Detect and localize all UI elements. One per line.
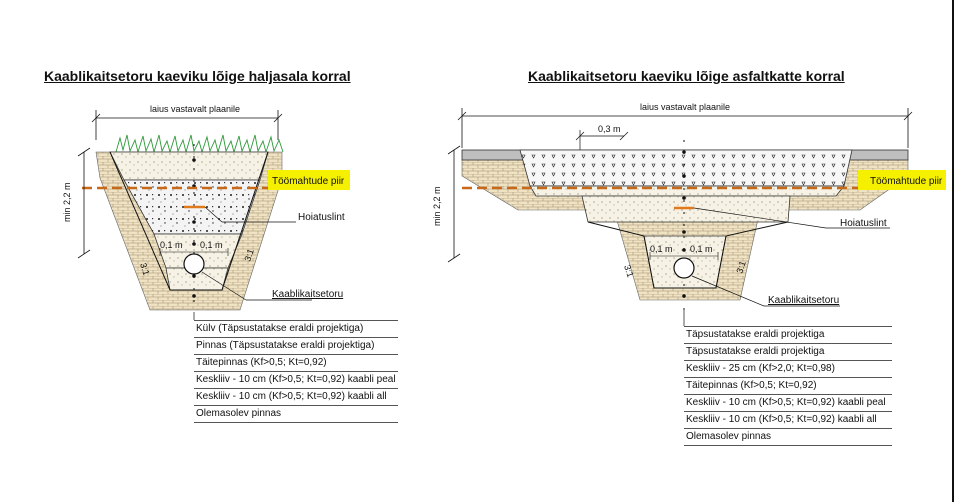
left-width-label: laius vastavalt plaanile	[150, 104, 240, 114]
right-work-limit-highlight	[858, 170, 946, 190]
left-diagram-title: Kaablikaitsetoru kaeviku lõige haljasala…	[44, 68, 351, 84]
left-pipe-label: Kaablikaitsetoru	[272, 289, 343, 300]
right-layer-7: Olemasolev pinnas	[684, 429, 892, 446]
left-layer-3: Täitepinnas (Kf>0,5; Kt=0,92)	[194, 355, 398, 372]
left-offset-right: 0,1 m	[200, 240, 223, 250]
right-layer-2: Täpsustatakse eraldi projektiga	[684, 344, 892, 361]
left-layer-4: Keskliiv - 10 cm (Kf>0,5; Kt=0,92) kaabl…	[194, 372, 398, 389]
left-layer-legend: Külv (Täpsustatakse eraldi projektiga) P…	[194, 320, 398, 423]
right-slope-left: 3:1	[622, 264, 635, 279]
right-layer-6: Keskliiv - 10 cm (Kf>0,5; Kt=0,92) kaabl…	[684, 412, 892, 429]
right-work-limit-label: Töömahtude piir	[870, 176, 943, 187]
left-layer-2: Pinnas (Täpsustatakse eraldi projektiga)	[194, 338, 398, 355]
left-offset-left: 0,1 m	[160, 240, 183, 250]
left-work-limit-label: Töömahtude piir	[272, 176, 345, 187]
left-work-limit-highlight	[268, 170, 350, 190]
right-slope-right: 3:1	[734, 260, 747, 275]
right-tape-label: Hoiatuslint	[840, 218, 887, 229]
right-layer-4: Täitepinnas (Kf>0,5; Kt=0,92)	[684, 378, 892, 395]
left-layer-5: Keskliiv - 10 cm (Kf>0,5; Kt=0,92) kaabl…	[194, 389, 398, 406]
right-layer-legend: Täpsustatakse eraldi projektiga Täpsusta…	[684, 326, 892, 446]
right-pipe-label: Kaablikaitsetoru	[768, 295, 839, 306]
right-edge-label: 0,3 m	[598, 124, 621, 134]
right-offset-right: 0,1 m	[690, 244, 713, 254]
left-tape-label: Hoiatuslint	[298, 212, 345, 223]
left-layer-1: Külv (Täpsustatakse eraldi projektiga)	[194, 320, 398, 338]
right-layer-3: Keskliiv - 25 cm (Kf>2,0; Kt=0,98)	[684, 361, 892, 378]
right-offset-left: 0,1 m	[650, 244, 673, 254]
left-trench	[77, 110, 312, 320]
page-border-right	[952, 0, 954, 502]
left-slope-left: 3:1	[138, 262, 151, 277]
right-trench	[447, 108, 913, 326]
right-depth-label: min 2,2 m	[432, 186, 442, 226]
right-layer-1: Täpsustatakse eraldi projektiga	[684, 326, 892, 344]
right-layer-5: Keskliiv - 10 cm (Kf>0,5; Kt=0,92) kaabl…	[684, 395, 892, 412]
left-slope-right: 3:1	[242, 248, 255, 263]
left-layer-6: Olemasolev pinnas	[194, 406, 398, 423]
right-diagram-title: Kaablikaitsetoru kaeviku lõige asfaltkat…	[528, 68, 845, 84]
left-depth-label: min 2,2 m	[62, 182, 72, 222]
right-width-label: laius vastavalt plaanile	[640, 102, 730, 112]
